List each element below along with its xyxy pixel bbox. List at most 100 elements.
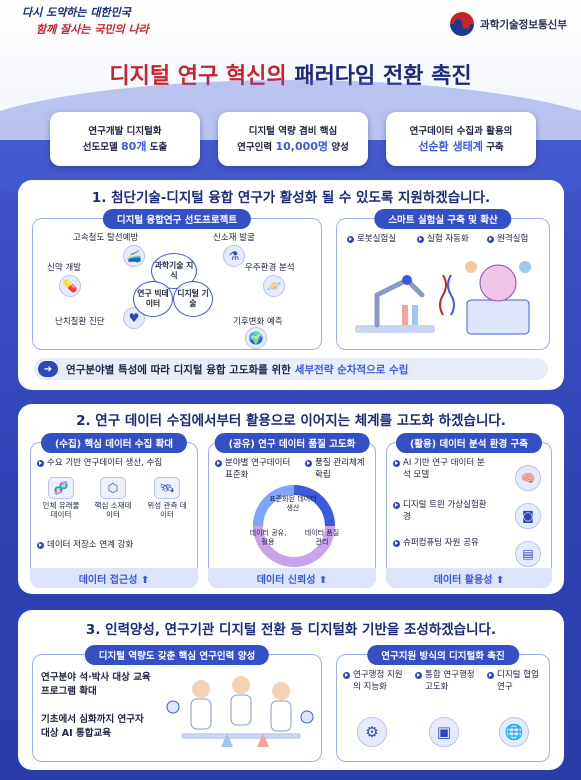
collect-bullet-2-text: 데이터 저장소 연계 강화 [47,540,134,550]
section-1-callout: ➔ 연구분야별 특성에 따라 디지털 융합 고도화를 위한 세부전략 순차적으로… [34,358,548,380]
network-globe-icon: 🌐 [499,717,529,747]
bullet-icon [415,671,422,679]
cycle-right: 데이터 품질 관리 [304,529,340,546]
share-bullet-2-text: 품질 관리체계 확립 [315,458,365,480]
node-disease: 난치질환 진단 [55,317,105,327]
dna-icon: 🧬 [48,477,74,499]
slogan-line2: 함께 잘사는 국민의 나라 [36,23,149,36]
bullet-icon [215,459,222,467]
use-panel: (활용) 데이터 분석 환경 구축 AI 기반 연구 데이터 분석 모델 🧠 디… [386,433,552,588]
kpi-row: 연구개발 디지털화 선도모델 80개 도출 디지털 역량 겸비 핵심 연구인력 … [50,112,536,166]
callout-highlight: 세부전략 순차적으로 수립 [294,363,409,376]
section-2-title: 2. 연구 데이터 수집에서부터 활용으로 이어지는 체계를 고도화 하겠습니다… [76,413,506,429]
kpi-card-researchers: 디지털 역량 겸비 핵심 연구인력 10,000명 양성 [218,112,368,166]
share-panel: (공유) 연구 데이터 품질 고도화 분야별 연구데이터 표준화 품질 관리체계… [208,433,376,588]
collect-footer: 데이터 접근성 ⬆ [30,568,198,588]
kpi-card-ecosystem: 연구데이터 수집과 활용의 선순환 생태계 구축 [386,112,536,166]
bullet-icon [487,671,494,679]
lab-item-automation: 실험 자동화 [417,233,469,245]
gear-brain-icon: ⚙ [357,717,387,747]
collect-bullet-1-text: 수요 기반 연구데이터 생산, 수집 [47,458,163,468]
lab-item-robot: 로봇실험실 [347,233,396,245]
node-materials: 신소재 발굴 [213,233,255,243]
kpi-line2: 선순환 생태계 구축 [418,139,503,155]
node-space: 우주환경 분석 [245,263,295,273]
share-bullet-2: 품질 관리체계 확립 [305,457,373,481]
research-support-panel: 연구지원 방식의 디지털화 촉진 연구행정 지원의 지능화 통합 연구행정 고도… [336,645,550,762]
kpi-highlight: 선순환 생태계 [418,139,483,153]
use-pill: (활용) 데이터 분석 환경 구축 [395,433,543,453]
support-item-intelligent: 연구행정 지원의 지능화 [343,669,409,693]
smart-lab-pill: 스마트 실험실 구축 및 확산 [374,209,512,229]
slogan: 다시 도약하는 대한민국 함께 잘사는 국민의 나라 [22,4,192,38]
arrow-right-icon: ➔ [38,361,58,377]
kpi-line1: 디지털 역량 겸비 핵심 [248,125,338,137]
pill-icon: 💊 [59,275,81,297]
lab-item-remote: 원격실험 [487,233,528,245]
kpi-pre: 선도모델 [82,141,118,153]
collect-bullet-2: 데이터 저장소 연계 강화 [37,539,133,551]
mini-satellite-data: 🛰위성 관측 데이터 [145,477,189,519]
cycle-top: 표준화된 데이터 생산 [269,495,317,512]
callout-text: 연구분야별 특성에 따라 디지털 융합 고도화를 위한 [66,363,291,376]
section-1-title: 1. 첨단기술-디지털 융합 연구가 활성화 될 수 있도록 지원하겠습니다. [91,190,491,206]
share-pill: (공유) 연구 데이터 품질 고도화 [214,433,370,453]
kpi-line2: 연구인력 10,000명 양성 [237,139,349,155]
cycle-left: 데이터 공유, 활용 [249,529,287,546]
share-footer: 데이터 신뢰성 ⬆ [208,568,376,588]
use-item-ai: AI 기반 연구 데이터 분석 모델 [393,457,489,481]
kpi-pre: 연구인력 [237,141,273,153]
node-drug: 신약 개발 [47,263,81,273]
support-item-collab-text: 디지털 협업 연구 [497,670,539,692]
kpi-post: 양성 [331,141,349,153]
bullet-icon [393,501,400,509]
ministry-logo: 과학기술정보통신부 [450,12,567,36]
collect-pill: (수집) 핵심 데이터 수집 확대 [40,433,188,453]
support-item-integrated-text: 통합 연구행정 고도화 [425,670,475,692]
document-icon: ▣ [429,717,459,747]
use-footer: 데이터 활용성 ⬆ [386,568,552,588]
bullet-icon [37,459,44,467]
flask-icon: ⚗ [223,245,245,267]
kpi-line1: 연구데이터 수집과 활용의 [409,125,513,137]
node-rail: 고속철도 탈선예방 [73,233,139,243]
use-item-supercomputing-text: 슈퍼컴퓨팅 자원 공유 [403,538,479,548]
data-cycle-diagram [253,485,335,567]
bullet-icon [37,541,44,549]
taeguk-icon [450,12,475,36]
slogan-line1: 다시 도약하는 대한민국 [22,6,131,19]
kpi-card-models: 연구개발 디지털화 선도모델 80개 도출 [50,112,200,166]
support-item-intelligent-text: 연구행정 지원의 지능화 [353,670,403,692]
mini-human-data: 🧬 인체 유래물 데이터 [41,477,81,519]
bullet-icon [417,235,424,243]
node-climate: 기후변화 예측 [233,317,283,327]
globe-icon: 🌍 [245,327,267,349]
share-bullet-1-text: 분야별 연구데이터 표준화 [225,458,291,480]
smart-lab-panel: 스마트 실험실 구축 및 확산 로봇실험실 실험 자동화 원격실험 [336,209,550,350]
support-item-integrated: 통합 연구행정 고도화 [415,669,481,693]
section-2: 2. 연구 데이터 수집에서부터 활용으로 이어지는 체계를 고도화 하겠습니다… [18,404,564,594]
bullet-icon [393,459,400,467]
use-item-twin: 디지털 트윈 가상실험환경 [393,499,489,523]
kpi-highlight: 80개 [121,139,147,153]
convergence-project-pill: 디지털 융합연구 선도프로젝트 [102,209,252,229]
kpi-line2: 선도모델 80개 도출 [83,139,168,155]
talent-text-1: 연구분야 석·박사 대상 교육 프로그램 확대 [41,672,151,697]
bullet-icon [347,235,354,243]
planet-icon: 🪐 [263,275,285,297]
mini-material-data: ⬡핵심 소재데이터 [93,477,133,519]
kpi-post: 구축 [486,141,504,153]
talent-pill: 디지털 역량도 갖춘 핵심 연구인력 양성 [84,645,270,665]
mini-label: 핵심 소재데이터 [94,501,132,519]
lab-item-label: 실험 자동화 [427,234,469,244]
circle-bigdata: 연구 빅데이터 [133,281,173,317]
page-title: 디지털 연구 혁신의 패러다임 전환 촉진 [0,58,581,90]
bullet-icon [305,459,312,467]
bullet-icon [393,539,400,547]
train-icon: 🚄 [123,245,145,267]
mini-label: 인체 유래물 데이터 [42,501,80,519]
use-item-ai-text: AI 기반 연구 데이터 분석 모델 [403,458,485,480]
lab-illustration [355,261,531,335]
talent-panel: 디지털 역량도 갖춘 핵심 연구인력 양성 연구분야 석·박사 대상 교육 프로… [32,645,322,762]
support-item-collab: 디지털 협업 연구 [487,669,547,693]
